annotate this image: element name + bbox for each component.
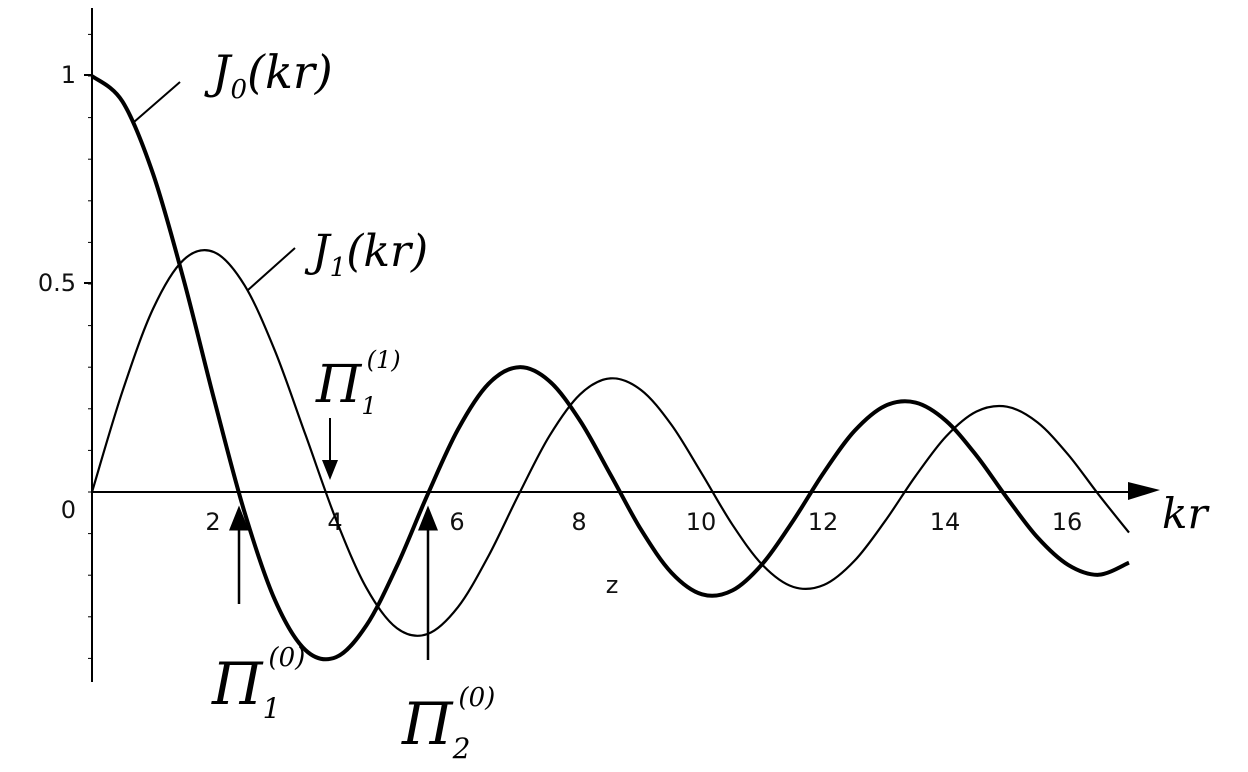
annotation-pi20: Π2 (0) [401,683,495,765]
annotation-pi11: Π1 (1) [315,346,401,420]
x-tick-label-6: 6 [449,508,464,536]
x-tick-label-14: 14 [930,508,961,536]
pi11-sub: 1 [361,392,376,420]
j1-label-leader [247,247,296,291]
y-tick-label-0: 0 [61,496,76,524]
x-tick-label-10: 10 [686,508,717,536]
y-tick-label-1: 1 [61,61,76,89]
annotation-pi10: Π1 (0) [211,643,305,725]
j1-label-args: (kr) [346,226,428,277]
x-tick-label-8: 8 [571,508,586,536]
x-axis-label: z [606,571,619,599]
pi10-sup: (0) [268,643,305,673]
j1-label-main: J [304,226,332,277]
series-line-j1 [90,249,1130,637]
x-axis-arrowhead-icon [1128,482,1160,500]
pi20-sub: 2 [452,732,471,765]
j0-label-leader [133,81,181,123]
pi10-main: Π [211,650,264,718]
j0-label-main: J [204,45,233,99]
x-axis-ticks: 2 4 6 8 10 12 14 16 [205,508,1082,536]
j0-label-sub: 0 [230,75,247,105]
y-tick-label-0-5: 0.5 [38,269,76,297]
pi20-sup: (0) [458,683,495,713]
j1-label-sub: 1 [330,253,347,283]
pi11-sup: (1) [367,346,401,374]
pi10-sub: 1 [263,692,281,725]
legend-j0-label: J0(kr) [204,45,333,105]
pi20-main: Π [401,690,454,758]
pi11-main: Π [315,355,363,415]
axis-arrow-label: kr [1162,489,1210,538]
x-tick-label-16: 16 [1052,508,1083,536]
x-tick-label-2: 2 [205,508,220,536]
x-tick-label-12: 12 [808,508,839,536]
legend-j1-label: J1(kr) [304,226,428,283]
j0-label-args: (kr) [247,45,333,99]
